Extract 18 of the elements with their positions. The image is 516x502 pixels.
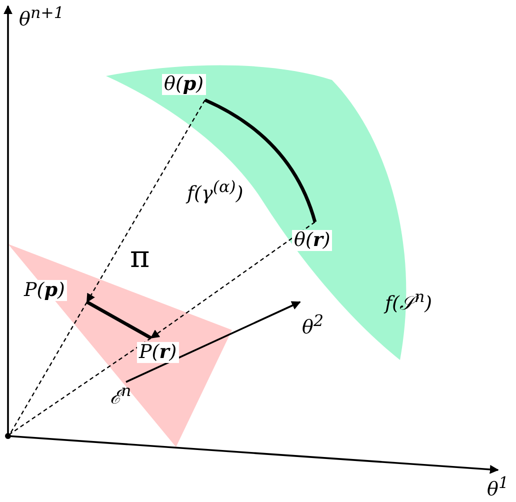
point-label: θ(r) [292,230,332,251]
map-label: π [129,242,151,274]
region-label: f(𝒮$^{n}$) [383,288,434,314]
projection-line [150,222,316,339]
curve-segment [86,300,152,340]
axis-label: θ$^{2}$ [301,312,325,338]
projection-line [9,302,88,434]
point-label: θ(p) [162,74,206,95]
axis-label: θ$^{1}$ [486,474,510,500]
edge-label: f(γ$^{(α)}$) [185,178,246,204]
axis-label: θ$^{n+1}$ [18,4,65,30]
projection-line [86,100,206,303]
projection-line [10,338,152,434]
curve-segment [204,98,317,222]
point-label: P(p) [22,280,67,301]
origin-point [5,433,11,439]
point-label: P(r) [137,342,179,363]
region-label: ℰ$^{n}$ [109,382,132,408]
